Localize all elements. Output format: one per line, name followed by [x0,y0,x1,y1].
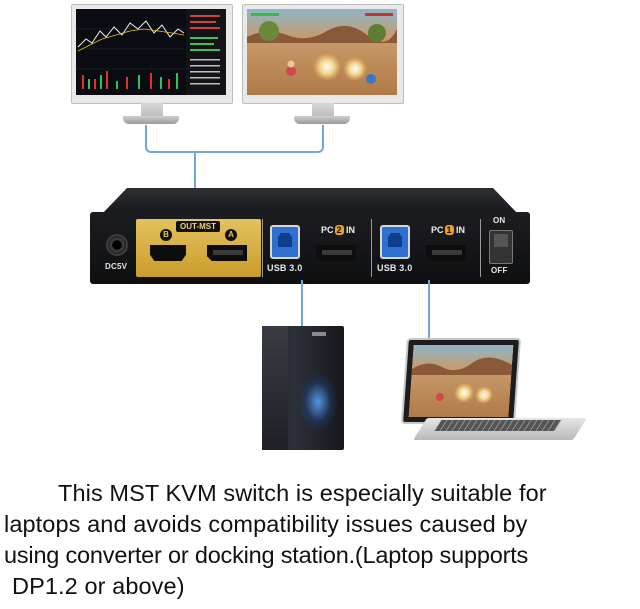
power-switch[interactable] [489,230,513,264]
kvm-output-cable [194,151,198,221]
switch-off-label: OFF [491,266,508,275]
port-b-badge: B [160,229,172,241]
pc-front-light [298,372,338,432]
usb-b-port-pc1[interactable] [380,225,410,259]
kvm-switch-top [102,188,518,214]
dc-power-label: DC5V [105,262,128,271]
caption-line-3: using converter or docking station.(Lapt… [4,542,529,568]
description-caption: This MST KVM switch is especially suitab… [0,478,640,602]
section-divider-1 [262,219,263,277]
laptop-screen [400,338,522,424]
pc1-cable [428,280,432,340]
output-mst-label: OUT-MST [176,221,220,232]
switch-on-label: ON [493,216,506,225]
caption-line-2: laptops and avoids compatibility issues … [4,511,528,537]
section-divider-2 [371,219,372,277]
dc-power-jack [106,234,128,256]
displayport-pc2-port[interactable] [316,245,356,261]
desktop-pc-side [262,326,288,450]
pc-front-ports [312,332,326,336]
displayport-pc1-port[interactable] [426,245,466,261]
monitor-cable-left [145,125,197,153]
monitor-cable-right [194,125,324,153]
pc2-cable [301,280,305,328]
stock-chart-screen [76,9,226,95]
section-divider-3 [480,219,481,277]
game-screen [247,9,397,95]
laptop-keyboard [434,420,562,431]
usb3-label-pc1: USB 3.0 [377,263,413,273]
caption-line-1: This MST KVM switch is especially suitab… [58,480,547,506]
hdmi-output-port[interactable] [150,245,186,261]
usb-b-port-pc2[interactable] [270,225,300,259]
port-a-badge: A [225,229,237,241]
displayport-output-port[interactable] [207,245,247,261]
usb3-label-pc2: USB 3.0 [267,263,303,273]
caption-line-4: DP1.2 or above) [12,573,185,599]
